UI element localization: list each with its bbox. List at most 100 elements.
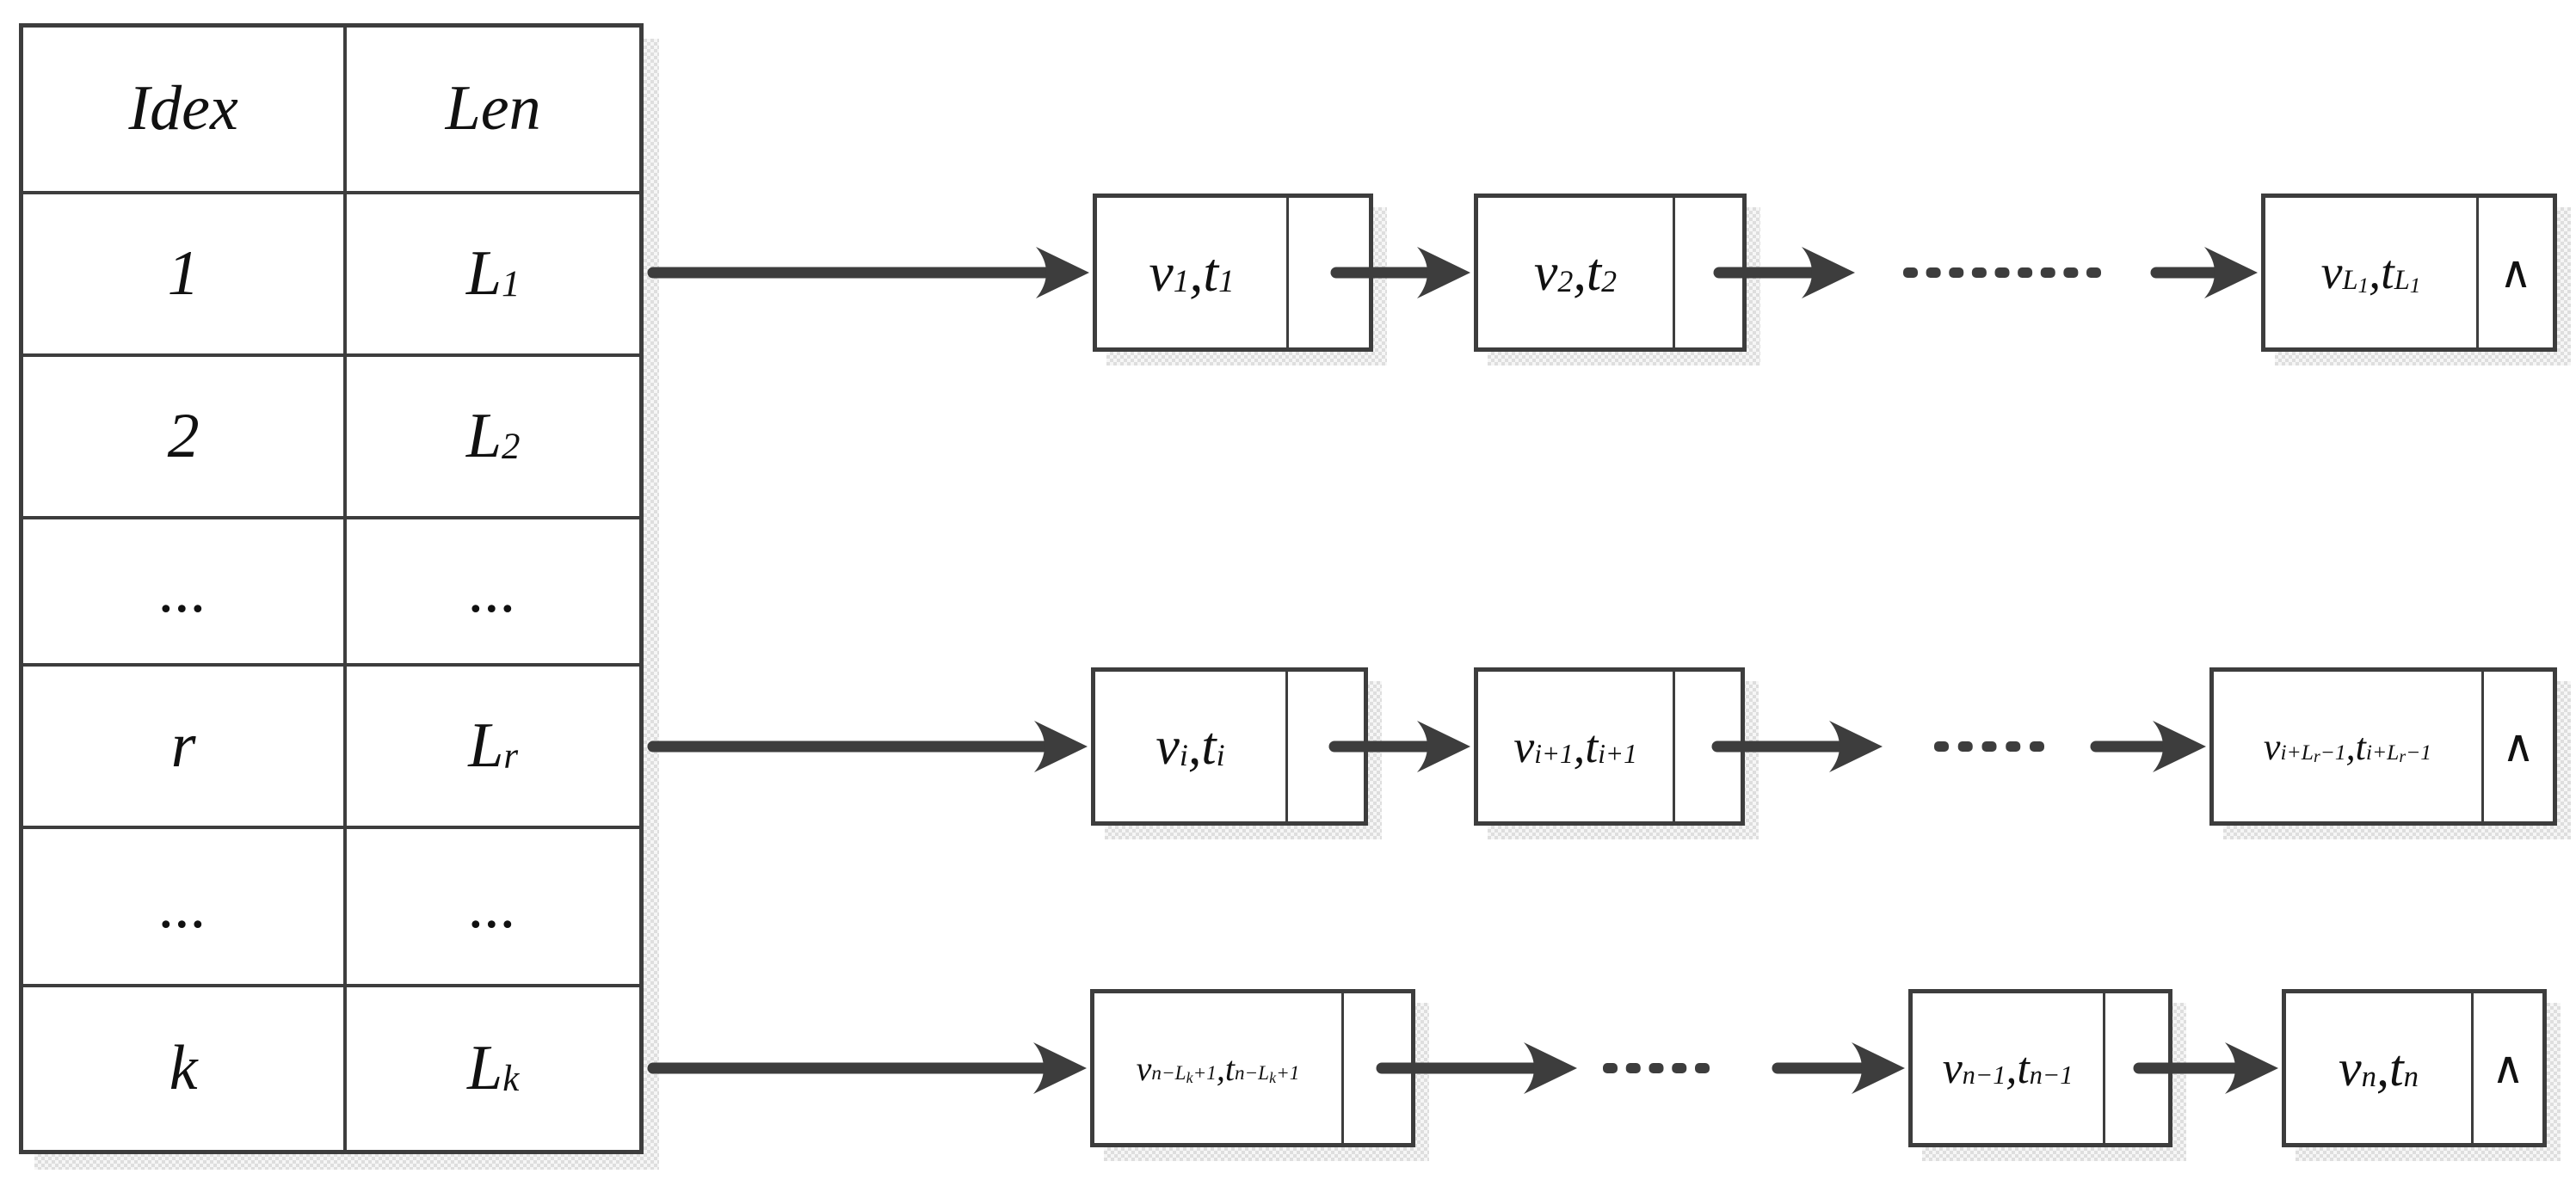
pointer-arrow-head	[1036, 247, 1089, 298]
node-label-segment: t	[2381, 246, 2394, 299]
table-cell: ...	[23, 519, 348, 667]
node-label-segment: n	[2361, 1059, 2376, 1093]
ellipsis-dash	[2086, 267, 2101, 278]
node-label-segment: n−1	[1962, 1060, 2006, 1090]
pointer-arrow-head	[1417, 247, 1470, 298]
node-label-segment: n	[2403, 1059, 2419, 1093]
pointer-arrow-head	[1033, 1042, 1087, 1094]
ellipsis-dash	[1625, 1063, 1641, 1073]
node-label-segment: v	[1156, 716, 1180, 776]
node-label-segment: v	[2338, 1039, 2362, 1097]
table-header-idex: Idex	[23, 28, 348, 194]
ellipsis-dash	[1981, 741, 1997, 752]
pointer-arrow-head	[1524, 1042, 1577, 1094]
table-cell: 1	[23, 194, 348, 357]
node-label-segment: ,	[2345, 725, 2356, 768]
node-pointer-cell: ∧	[2474, 993, 2542, 1143]
node-label-segment: n−L	[1151, 1061, 1186, 1085]
node-label-segment: 2	[1557, 264, 1574, 299]
ellipsis-dash	[1672, 1063, 1687, 1073]
node-label-segment: t	[2388, 1039, 2404, 1097]
node-label-segment: r	[2399, 747, 2407, 766]
null-pointer-symbol: ∧	[2491, 1042, 2525, 1094]
node-label-segment: t	[1203, 242, 1219, 303]
ellipsis-dash	[2040, 267, 2055, 278]
node-label-segment: v	[1136, 1048, 1152, 1088]
node-label-segment: i	[1216, 738, 1225, 773]
node-label-segment: n−1	[2029, 1060, 2074, 1090]
node-label-segment: ,	[1189, 242, 1204, 303]
node-label-segment: v	[2320, 246, 2343, 299]
node-label-segment: ,	[1573, 721, 1586, 772]
node-label-segment: 1	[1173, 263, 1190, 299]
null-pointer-symbol: ∧	[2501, 721, 2536, 772]
node-label-segment: 2	[1601, 264, 1618, 299]
ellipsis-dash	[1971, 267, 1987, 278]
node-label-segment: v	[1533, 243, 1558, 302]
table-cell: r	[23, 667, 348, 829]
pointer-arrow-head	[1034, 721, 1088, 772]
node-label-segment: t	[1585, 721, 1599, 772]
node-pointer-cell: ∧	[2479, 198, 2553, 347]
table-cell: ...	[347, 829, 639, 988]
node-label-segment: i+1	[1534, 738, 1574, 769]
node-label-segment: v	[1149, 242, 1174, 303]
ellipsis-dash	[2030, 741, 2044, 752]
ellipsis-dash	[1603, 1063, 1618, 1073]
node-label-segment: −1	[2406, 740, 2432, 765]
node-label-segment: i+1	[1598, 738, 1637, 769]
node-label-segment: n−L	[1234, 1061, 1270, 1085]
ellipsis-dash	[2006, 741, 2021, 752]
table-cell: ...	[23, 829, 348, 988]
node-label-segment: i+L	[2280, 740, 2314, 765]
node-label-segment: t	[1586, 243, 1602, 302]
node-label-segment: t	[1224, 1048, 1235, 1088]
ellipsis-dash	[2063, 267, 2079, 278]
table-cell: 2	[23, 356, 348, 519]
node-label-segment: k	[1269, 1068, 1277, 1086]
ellipsis-dash	[1949, 267, 1964, 278]
node-label-segment: +1	[1276, 1061, 1300, 1085]
ellipsis-dash	[2018, 267, 2033, 278]
pointer-arrow-head	[2153, 721, 2206, 772]
node-label-segment: ,	[1187, 716, 1202, 776]
node-label-segment: i	[1179, 738, 1188, 773]
table-cell: k	[23, 987, 348, 1150]
node-label-segment: t	[2355, 725, 2366, 768]
node-label-segment: ,	[2369, 246, 2382, 299]
ellipsis-dash	[1903, 267, 1918, 278]
node-label-segment: k	[1186, 1068, 1193, 1086]
node-label-segment: 1	[2357, 273, 2370, 298]
node-label-segment: t	[1201, 716, 1217, 776]
node-label-segment: L	[2394, 264, 2410, 296]
node-label-segment: ,	[2006, 1043, 2018, 1093]
null-pointer-symbol: ∧	[2499, 247, 2533, 298]
